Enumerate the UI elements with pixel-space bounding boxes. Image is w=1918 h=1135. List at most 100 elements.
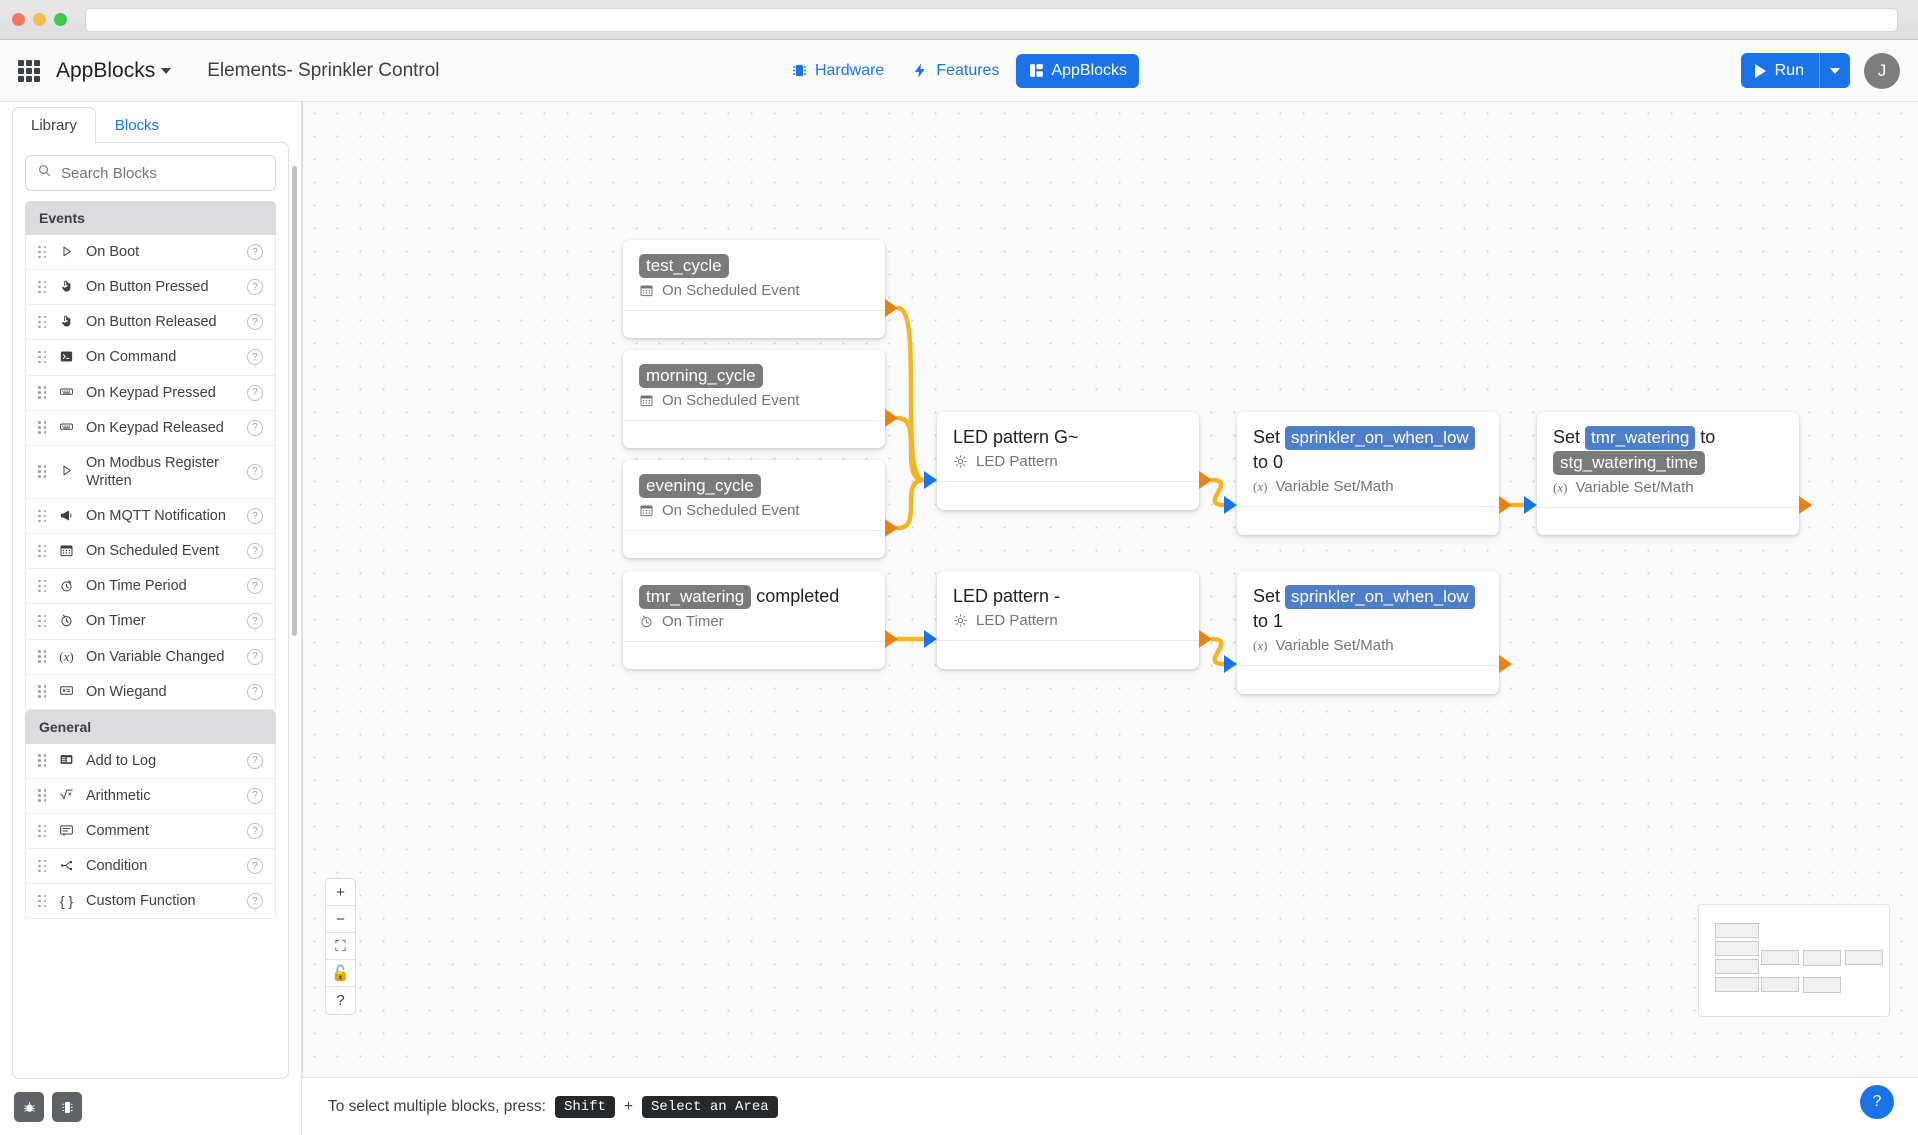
brand-menu[interactable]: AppBlocks bbox=[56, 59, 172, 83]
library-block-on-keypad-pressed[interactable]: On Keypad Pressed? bbox=[25, 375, 276, 411]
help-icon[interactable]: ? bbox=[247, 419, 263, 436]
grid-apps-icon[interactable] bbox=[18, 59, 40, 82]
node-port-in-n8[interactable] bbox=[1224, 655, 1237, 673]
library-block-on-modbus-register-written[interactable]: On Modbus Register Written? bbox=[25, 445, 276, 499]
library-block-comment[interactable]: Comment? bbox=[25, 814, 276, 850]
node-port-out-n7[interactable] bbox=[1499, 496, 1512, 514]
help-icon[interactable]: ? bbox=[247, 279, 263, 296]
canvas-controls[interactable]: +−⛶🔓? bbox=[325, 878, 356, 1015]
help-icon[interactable]: ? bbox=[247, 823, 263, 840]
help-icon[interactable]: ? bbox=[247, 349, 263, 366]
node-port-out-n3[interactable] bbox=[885, 519, 898, 537]
close-window-button[interactable] bbox=[12, 13, 25, 26]
search-box[interactable] bbox=[25, 155, 276, 191]
node-port-out-n9[interactable] bbox=[1799, 496, 1812, 514]
drag-handle-icon[interactable] bbox=[38, 386, 47, 399]
node-port-out-n8[interactable] bbox=[1499, 655, 1512, 673]
help-icon[interactable]: ? bbox=[247, 508, 263, 525]
tab-blocks[interactable]: Blocks bbox=[96, 107, 178, 143]
library-block-on-boot[interactable]: On Boot? bbox=[25, 235, 276, 271]
zoom-in-button[interactable]: + bbox=[326, 879, 355, 906]
node-port-in-n6[interactable] bbox=[924, 630, 937, 648]
drag-handle-icon[interactable] bbox=[38, 754, 47, 767]
lock-toggle-button[interactable]: 🔓 bbox=[326, 960, 355, 987]
node-port-in-n5[interactable] bbox=[924, 471, 937, 489]
url-bar[interactable] bbox=[85, 7, 1898, 32]
drag-handle-icon[interactable] bbox=[38, 509, 47, 523]
drag-handle-icon[interactable] bbox=[38, 421, 47, 434]
tab-library[interactable]: Library bbox=[12, 107, 96, 143]
help-icon[interactable]: ? bbox=[247, 787, 263, 804]
device-icon[interactable] bbox=[52, 1092, 82, 1122]
run-button-main[interactable]: Run bbox=[1741, 62, 1819, 80]
help-icon[interactable]: ? bbox=[247, 683, 263, 700]
nav-hardware[interactable]: Hardware bbox=[779, 54, 896, 88]
library-block-on-timer[interactable]: On Timer? bbox=[25, 604, 276, 640]
help-icon[interactable]: ? bbox=[247, 613, 263, 630]
drag-handle-icon[interactable] bbox=[38, 315, 47, 329]
library-block-on-variable-changed[interactable]: (x)On Variable Changed? bbox=[25, 639, 276, 675]
canvas-node-n7[interactable]: Set sprinkler_on_when_low to 0(x)Variabl… bbox=[1237, 412, 1499, 535]
drag-handle-icon[interactable] bbox=[38, 579, 47, 593]
library-block-arithmetic[interactable]: Arithmetic? bbox=[25, 778, 276, 814]
library-block-on-mqtt-notification[interactable]: On MQTT Notification? bbox=[25, 499, 276, 535]
help-icon[interactable]: ? bbox=[247, 858, 263, 875]
help-icon[interactable]: ? bbox=[247, 543, 263, 560]
sidebar-scrollbar[interactable] bbox=[292, 166, 297, 636]
maximize-window-button[interactable] bbox=[54, 13, 67, 26]
library-block-on-wiegand[interactable]: On Wiegand? bbox=[25, 674, 276, 710]
help-icon[interactable]: ? bbox=[247, 384, 263, 401]
search-input[interactable] bbox=[61, 164, 264, 182]
drag-handle-icon[interactable] bbox=[38, 650, 47, 663]
minimap[interactable] bbox=[1698, 904, 1890, 1017]
drag-handle-icon[interactable] bbox=[38, 544, 47, 558]
node-port-out-n6[interactable] bbox=[1199, 630, 1212, 648]
library-block-on-command[interactable]: On Command? bbox=[25, 340, 276, 376]
library-block-on-keypad-released[interactable]: On Keypad Released? bbox=[25, 410, 276, 446]
drag-handle-icon[interactable] bbox=[38, 859, 47, 873]
library-block-condition[interactable]: Condition? bbox=[25, 849, 276, 885]
help-fab-button[interactable]: ? bbox=[1860, 1085, 1894, 1119]
run-dropdown-button[interactable] bbox=[1819, 53, 1850, 88]
node-port-out-n2[interactable] bbox=[885, 409, 898, 427]
drag-handle-icon[interactable] bbox=[38, 350, 47, 364]
canvas-node-n9[interactable]: Set tmr_watering to stg_watering_time(x)… bbox=[1537, 412, 1799, 535]
drag-handle-icon[interactable] bbox=[38, 280, 47, 294]
drag-handle-icon[interactable] bbox=[38, 685, 47, 698]
canvas-node-n8[interactable]: Set sprinkler_on_when_low to 1(x)Variabl… bbox=[1237, 571, 1499, 694]
help-icon[interactable]: ? bbox=[247, 463, 263, 480]
node-port-out-n4[interactable] bbox=[885, 630, 898, 648]
minimize-window-button[interactable] bbox=[33, 13, 46, 26]
node-port-out-n5[interactable] bbox=[1199, 471, 1212, 489]
library-block-add-to-log[interactable]: Add to Log? bbox=[25, 743, 276, 779]
help-icon[interactable]: ? bbox=[247, 752, 263, 769]
canvas-node-n6[interactable]: LED pattern -LED Pattern bbox=[937, 571, 1199, 669]
drag-handle-icon[interactable] bbox=[38, 245, 47, 259]
drag-handle-icon[interactable] bbox=[38, 789, 47, 802]
fit-view-button[interactable]: ⛶ bbox=[326, 933, 355, 960]
library-block-custom-function[interactable]: { }Custom Function? bbox=[25, 884, 276, 920]
help-icon[interactable]: ? bbox=[247, 648, 263, 665]
library-block-on-time-period[interactable]: On Time Period? bbox=[25, 569, 276, 605]
canvas-help-button[interactable]: ? bbox=[336, 992, 345, 1009]
drag-handle-icon[interactable] bbox=[38, 824, 47, 838]
node-port-in-n9[interactable] bbox=[1524, 496, 1537, 514]
zoom-out-button[interactable]: − bbox=[326, 906, 355, 933]
drag-handle-icon[interactable] bbox=[38, 894, 47, 908]
drag-handle-icon[interactable] bbox=[38, 614, 47, 628]
library-block-on-button-pressed[interactable]: On Button Pressed? bbox=[25, 270, 276, 306]
help-icon[interactable]: ? bbox=[247, 578, 263, 595]
node-port-out-n1[interactable] bbox=[885, 299, 898, 317]
canvas-node-n5[interactable]: LED pattern G~LED Pattern bbox=[937, 412, 1199, 510]
help-icon[interactable]: ? bbox=[247, 893, 263, 910]
help-icon[interactable]: ? bbox=[247, 314, 263, 331]
node-port-in-n7[interactable] bbox=[1224, 496, 1237, 514]
help-icon[interactable]: ? bbox=[247, 244, 263, 261]
library-block-on-button-released[interactable]: On Button Released? bbox=[25, 305, 276, 341]
